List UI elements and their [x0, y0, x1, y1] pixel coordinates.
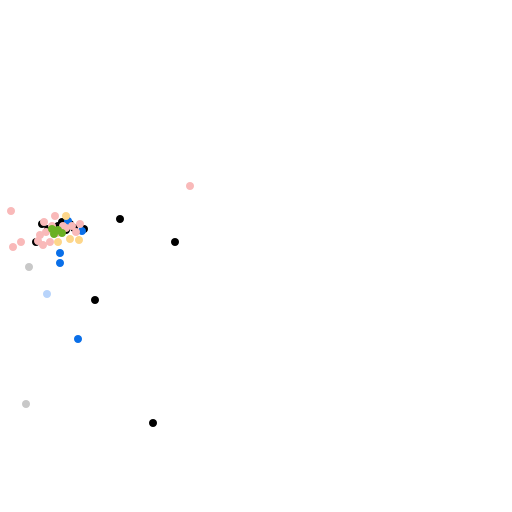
- data-point-s5-3: [54, 238, 62, 246]
- points-layer: [7, 182, 194, 427]
- data-point-s1-0: [74, 335, 82, 343]
- data-point-s5-2: [62, 212, 70, 220]
- data-point-s4-6: [46, 238, 54, 246]
- data-point-s3-1: [25, 263, 33, 271]
- data-point-s4-15: [51, 212, 59, 220]
- data-point-s0-1: [91, 296, 99, 304]
- data-point-s1-3: [78, 227, 86, 235]
- data-point-s0-2: [171, 238, 179, 246]
- data-point-s3-0: [22, 400, 30, 408]
- data-point-s0-0: [149, 419, 157, 427]
- data-point-s5-0: [66, 235, 74, 243]
- data-point-s4-14: [40, 218, 48, 226]
- data-point-s4-2: [7, 207, 15, 215]
- data-point-s4-5: [39, 241, 47, 249]
- data-point-s4-13: [76, 220, 84, 228]
- data-point-s4-1: [17, 238, 25, 246]
- data-point-s4-7: [36, 231, 44, 239]
- data-point-s0-3: [116, 215, 124, 223]
- data-point-s5-1: [75, 236, 83, 244]
- data-point-s6-2: [58, 229, 66, 237]
- data-point-s4-17: [72, 228, 80, 236]
- data-point-s1-1: [56, 259, 64, 267]
- data-point-s1-2: [56, 249, 64, 257]
- data-point-s6-3: [48, 225, 56, 233]
- data-point-s4-3: [186, 182, 194, 190]
- data-point-s2-0: [43, 290, 51, 298]
- data-point-s4-0: [9, 243, 17, 251]
- data-point-s4-8: [42, 228, 50, 236]
